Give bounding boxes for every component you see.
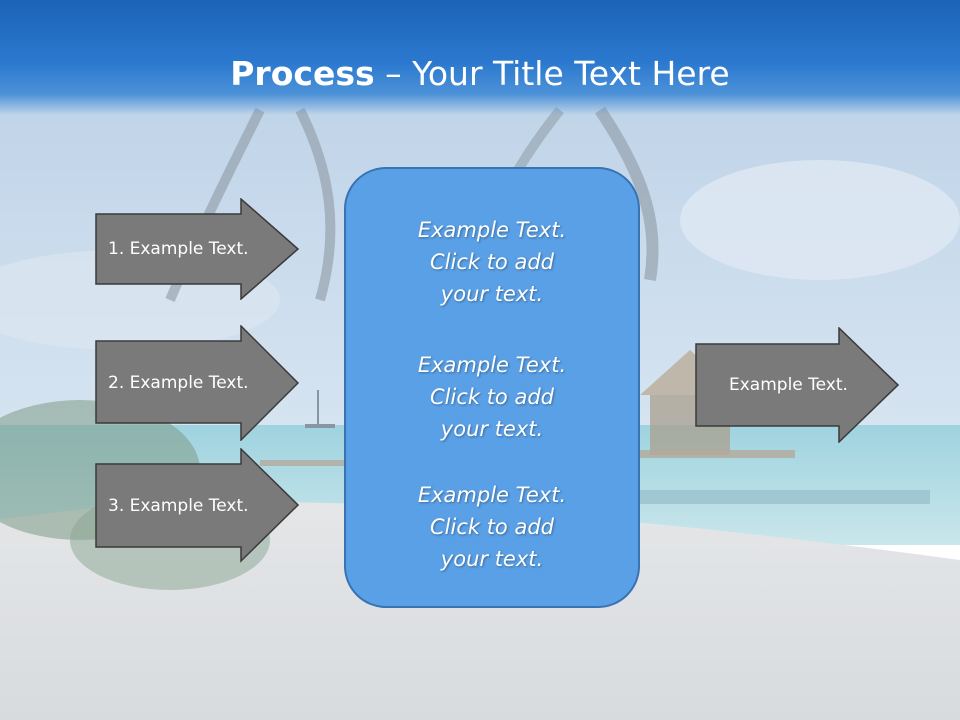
title-bold: Process [230, 54, 375, 93]
arrow-right-shape-icon [95, 448, 299, 563]
center-line: Click to add [429, 385, 554, 409]
center-text-box[interactable]: Example Text. Click to add your text. Ex… [344, 167, 640, 608]
left-arrow-3[interactable]: 3. Example Text. [95, 448, 299, 564]
arrow-right-shape-icon [95, 325, 299, 441]
center-line: Example Text. [417, 218, 567, 242]
center-line: Click to add [429, 515, 554, 539]
left-arrow-label: 2. Example Text. [108, 373, 249, 393]
left-arrow-label: 3. Example Text. [108, 496, 249, 516]
left-arrow-label: 1. Example Text. [108, 239, 249, 259]
left-arrow-2[interactable]: 2. Example Text. [95, 325, 299, 441]
arrow-right-shape-icon [95, 198, 299, 300]
center-line: Click to add [429, 250, 554, 274]
center-line: Example Text. [417, 483, 567, 507]
center-text-block-2: Example Text. Click to add your text. [346, 349, 638, 445]
right-arrow[interactable]: Example Text. [695, 327, 899, 443]
arrow-right-shape-icon [695, 327, 899, 443]
title-dash: – [374, 54, 413, 93]
right-arrow-label: Example Text. [729, 375, 848, 395]
center-line: Example Text. [417, 353, 567, 377]
title-rest: Your Title Text Here [412, 54, 730, 93]
center-line: your text. [440, 282, 544, 306]
slide-title[interactable]: Process – Your Title Text Here [0, 52, 960, 96]
center-line: your text. [440, 417, 544, 441]
title-bar [0, 0, 960, 115]
center-text-block-3: Example Text. Click to add your text. [346, 479, 638, 575]
center-line: your text. [440, 547, 544, 571]
center-text-block-1: Example Text. Click to add your text. [346, 214, 638, 310]
left-arrow-1[interactable]: 1. Example Text. [95, 198, 299, 300]
